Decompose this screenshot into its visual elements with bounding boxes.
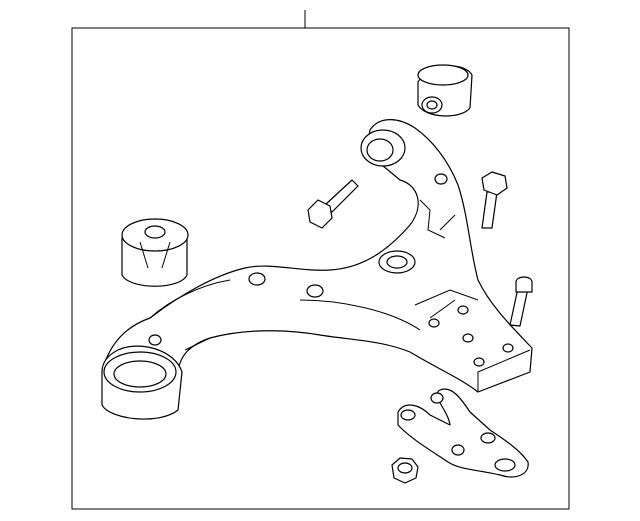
diagram-frame <box>71 27 570 510</box>
mounting-hole <box>457 305 469 315</box>
mounting-hole <box>480 432 496 444</box>
mounting-hole <box>502 343 514 353</box>
bolt <box>307 179 359 229</box>
mounting-hole <box>462 333 474 343</box>
ball-joint-bracket <box>397 388 529 478</box>
mounting-hole <box>428 318 440 328</box>
front-bushing <box>417 64 473 117</box>
mounting-hole <box>451 444 465 456</box>
mounting-hole <box>400 409 416 421</box>
nut <box>391 457 419 484</box>
mounting-hole <box>248 272 266 286</box>
mounting-hole <box>473 357 485 367</box>
bolt <box>509 276 533 327</box>
lower-control-arm <box>101 119 533 420</box>
mounting-hole <box>430 392 444 404</box>
bolt <box>481 171 508 229</box>
mounting-hole <box>306 284 324 298</box>
rear-bushing <box>121 218 189 287</box>
mounting-hole <box>148 334 162 346</box>
mounting-hole <box>434 173 448 185</box>
mounting-hole <box>494 458 516 472</box>
